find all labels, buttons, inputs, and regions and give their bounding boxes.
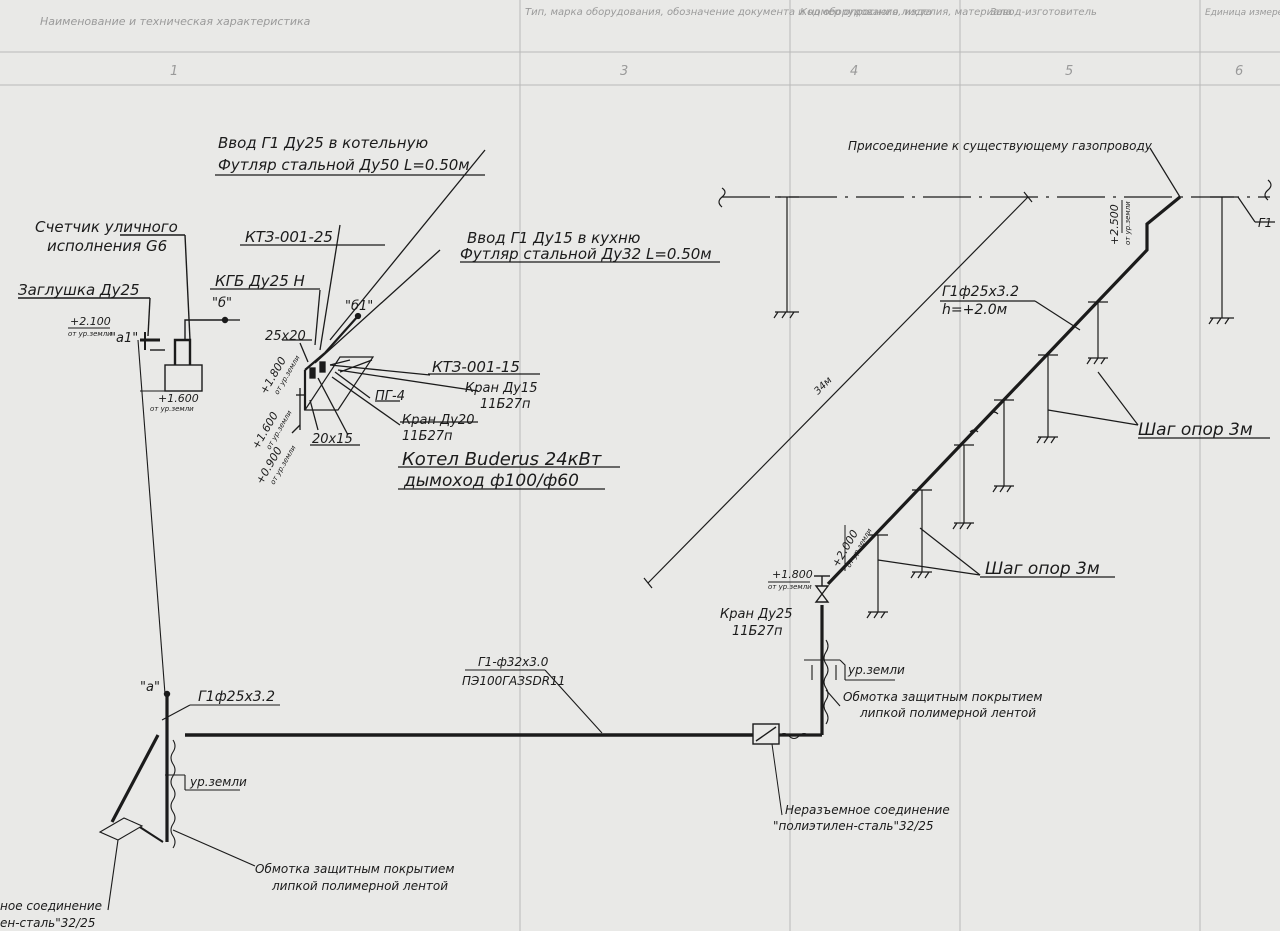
label-joint-right-1: Неразъемное соединение xyxy=(785,803,950,817)
dimension-34m-line xyxy=(647,196,1029,584)
label-h-main: h=+2.0м xyxy=(942,302,1008,318)
pipe-supports xyxy=(866,300,1270,619)
label-wrap-right-1: Обмотка защитным покрытием xyxy=(843,690,1042,704)
label-zaglushka: Заглушка Ду25 xyxy=(18,281,140,299)
ghost-num-5: 5 xyxy=(1065,64,1073,79)
label-pipe-main: Г1ф25х3.2 xyxy=(942,284,1019,300)
label-wrap-left-1: Обмотка защитным покрытием xyxy=(255,862,454,876)
ghost-num-6: 6 xyxy=(1235,64,1243,79)
point-b1: "б1" xyxy=(345,299,373,314)
label-joint-left-2: ен-сталь"32/25 xyxy=(0,916,95,930)
ghost-num-4: 4 xyxy=(850,64,858,79)
label-pipe-a: Г1ф25х3.2 xyxy=(198,689,275,705)
point-a: "а" xyxy=(140,680,160,695)
label-11b27p-2: 11Б27п xyxy=(402,429,453,444)
elev-1600: +1.600 xyxy=(158,392,199,405)
pe-steel-joint-left xyxy=(98,817,144,841)
ghost-col-name: Наименование и техническая характеристик… xyxy=(40,15,311,28)
label-kran-15: Кран Ду15 xyxy=(465,381,537,396)
elev-2100-ref: от ур.земли xyxy=(68,330,112,338)
label-step-1: Шаг опор 3м xyxy=(1138,420,1253,440)
label-counter-line2: исполнения G6 xyxy=(47,237,167,255)
pe-steel-joint-right xyxy=(752,723,810,816)
label-joint-right-2: "полиэтилен-сталь"32/25 xyxy=(773,819,934,833)
label-wrap-left-2: липкой полимерной лентой xyxy=(271,879,448,893)
break-mark-left xyxy=(718,187,726,208)
ground-support-2 xyxy=(1208,317,1234,325)
label-kran-20: Кран Ду20 xyxy=(402,413,474,428)
ghost-col-code: Код оборудования, изделия, материала xyxy=(800,6,1012,18)
label-connection: Присоединение к существующему газопровод… xyxy=(848,139,1153,153)
ghost-col-maker: Завод-изготовитель xyxy=(990,7,1097,18)
valve-du25 xyxy=(814,575,830,603)
label-futlyar-32: Футляр стальной Ду32 L=0.50м xyxy=(460,245,712,263)
point-a1: "а1" xyxy=(110,331,138,346)
label-11b27p-3: 11Б27п xyxy=(732,624,783,639)
ground-marker-right xyxy=(804,639,895,725)
elev-2500-ref: от ур.земли xyxy=(1124,201,1132,245)
label-ktz-25: КТЗ-001-25 xyxy=(245,228,333,246)
ghost-num-1: 1 xyxy=(170,64,178,79)
label-joint-left-1: ное соединение xyxy=(0,899,102,913)
label-step-2: Шаг опор 3м xyxy=(985,559,1100,579)
label-25x20: 25х20 xyxy=(265,329,306,344)
label-kran-25: Кран Ду25 xyxy=(720,607,792,622)
label-pg4: ПГ-4 xyxy=(375,389,405,404)
elev-2500: +2.500 xyxy=(1108,204,1121,245)
boiler-assembly xyxy=(210,149,720,490)
label-20x15: 20х15 xyxy=(312,432,353,447)
label-pe-mark: ПЭ100ГАЗSDR11 xyxy=(462,674,565,688)
label-pe-pipe: Г1-ф32х3.0 xyxy=(478,655,549,669)
ghost-num-3: 3 xyxy=(620,64,628,79)
label-ground-left: ур.земли xyxy=(189,775,247,789)
label-kgb: КГБ Ду25 Н xyxy=(215,272,305,290)
elevation-marks xyxy=(68,200,1123,583)
label-g1-edge: Г1 xyxy=(1258,216,1272,230)
label-11b27p-1: 11Б27п xyxy=(480,397,531,412)
point-b: "б" xyxy=(212,296,232,311)
elev-1800-main: +1.800 xyxy=(772,568,813,581)
ground-support-1 xyxy=(773,311,799,319)
label-ktz-15: КТЗ-001-15 xyxy=(432,358,520,376)
label-ground-right: ур.земли xyxy=(847,663,905,677)
label-vvod-kuhnya: Ввод Г1 Ду15 в кухню xyxy=(467,229,640,247)
label-wrap-right-2: липкой полимерной лентой xyxy=(859,706,1036,720)
ghost-col-unit: Единица измерения xyxy=(1205,8,1280,18)
label-chimney: дымоход ф100/ф60 xyxy=(403,471,579,491)
label-futlyar-50: Футляр стальной Ду50 L=0.50м xyxy=(218,156,470,174)
elev-2100: +2.100 xyxy=(70,315,111,328)
break-mark-right xyxy=(1264,179,1272,201)
ghost-col-doc: Тип, марка оборудования, обозначение док… xyxy=(525,6,932,18)
main-pipe-right xyxy=(185,195,1182,737)
elev-1800-main-ref: от ур.земли xyxy=(768,583,812,591)
label-vvod-kotel: Ввод Г1 Ду25 в котельную xyxy=(218,134,428,152)
label-counter-line1: Счетчик уличного xyxy=(35,218,178,236)
label-boiler: Котел Buderus 24кВт xyxy=(402,449,602,470)
elev-1600-ref: от ур.земли xyxy=(150,405,194,413)
